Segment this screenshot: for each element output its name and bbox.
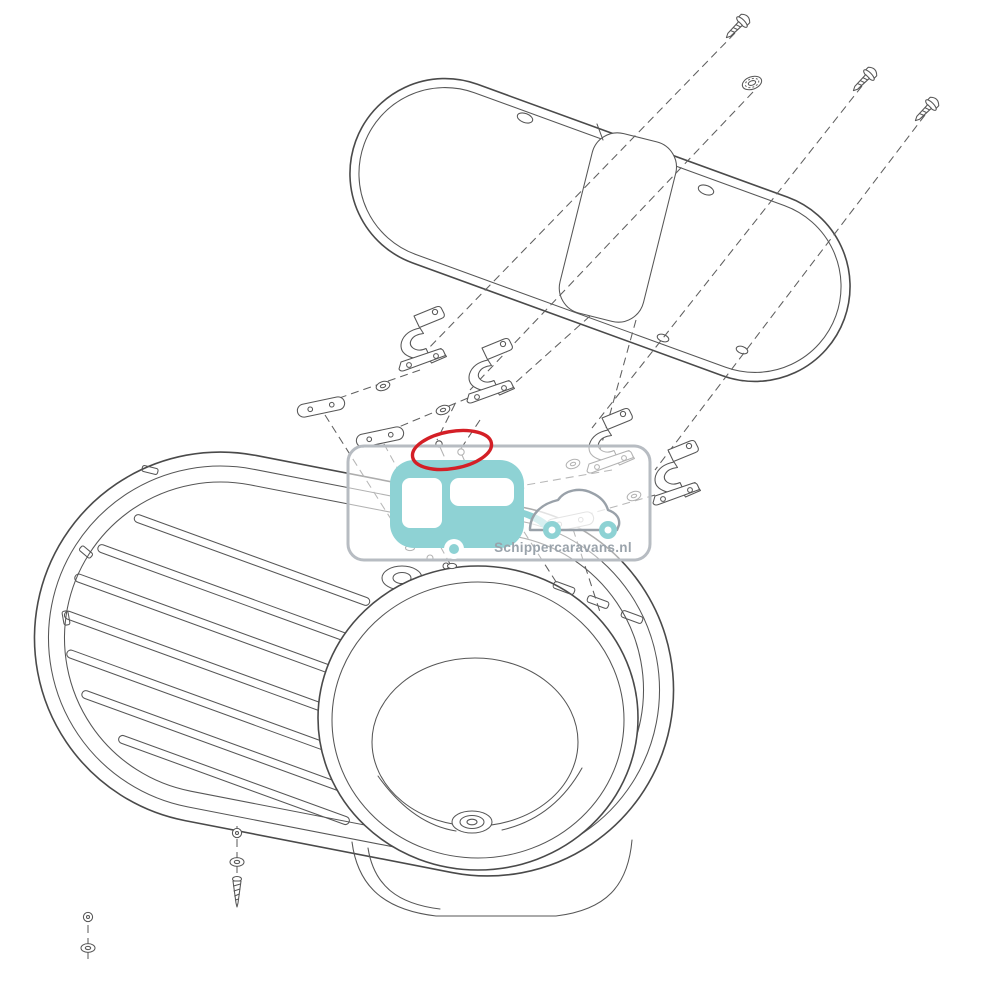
washer [229,857,245,867]
hinge-bracket-2 [466,337,516,404]
washer [374,379,392,393]
screw-head [231,827,243,839]
screw-head [82,911,94,923]
hinge-bracket-1 [398,305,448,372]
deck-mount-hole [446,562,458,570]
top-fasteners [720,10,943,127]
machine-screw-2 [847,63,881,97]
washer [80,943,96,953]
machine-screw-1 [720,10,754,44]
drain-hole [451,810,493,834]
watermark-text: Schippercaravans.nl [494,540,632,555]
lid-hinge-panel [558,132,677,323]
lid-hole [697,184,715,196]
lid-screw-hole [656,333,670,343]
rubber-grommet [741,75,763,91]
caravan-logo [390,460,554,559]
machine-screw-3 [909,93,943,127]
deck-slots [552,581,644,624]
sink-bowl [317,565,639,917]
watermark: Schippercaravans.nl [346,444,652,562]
lid-hole [516,112,534,124]
highlight-ellipse [410,428,494,472]
lid-assembly [349,77,851,383]
rim-tabs [61,465,159,626]
car-logo [528,488,621,539]
bowl-skirt [351,839,633,917]
lid-screw-hole [735,345,749,355]
bottom-fasteners [80,826,245,962]
mounting-strip-1 [295,395,347,419]
tapping-screw [231,875,243,908]
hinge-bracket-4 [652,439,702,506]
